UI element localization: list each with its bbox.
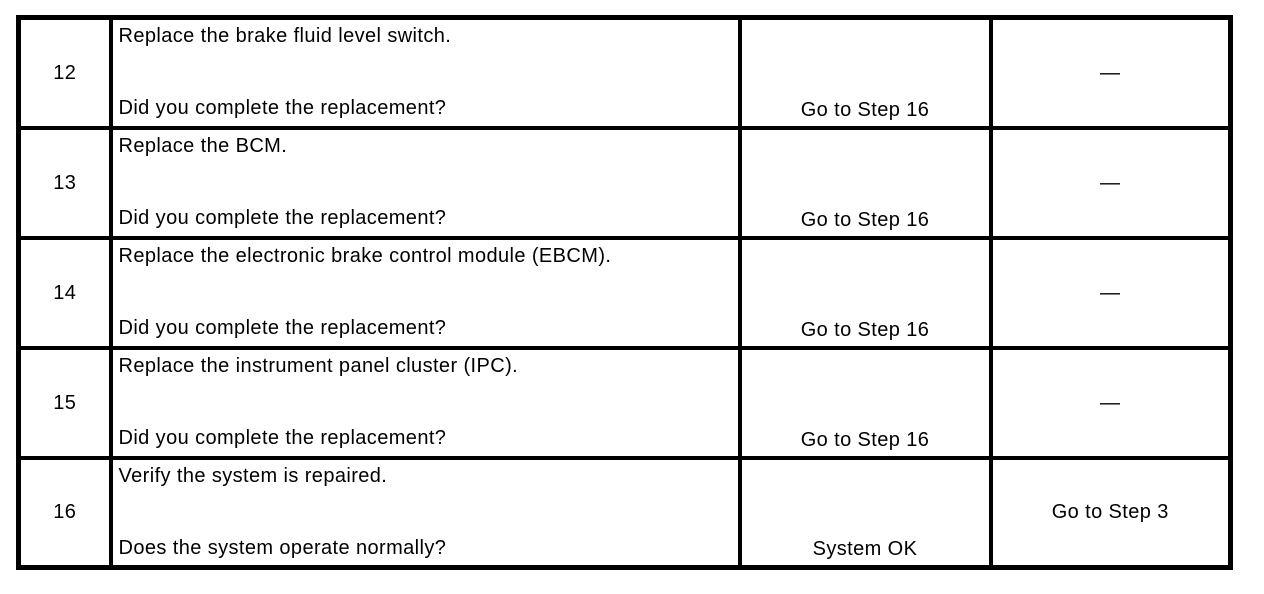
action-text: Replace the BCM.	[118, 134, 288, 157]
diagnostic-table: 12 Replace the brake fluid level switch.…	[16, 15, 1233, 570]
yes-outcome: Go to Step 16	[737, 345, 993, 460]
yes-outcome: Go to Step 16	[737, 15, 993, 130]
step-number: 14	[16, 235, 113, 350]
table-row: 12 Replace the brake fluid level switch.…	[16, 15, 1233, 130]
table-row: 16 Verify the system is repaired. Does t…	[16, 455, 1233, 570]
question-text: Did you complete the replacement?	[118, 316, 447, 339]
question-text: Does the system operate normally?	[118, 536, 447, 559]
action-cell: Replace the electronic brake control mod…	[108, 235, 742, 350]
action-text: Replace the brake fluid level switch.	[118, 25, 452, 47]
table-row: 15 Replace the instrument panel cluster …	[16, 345, 1233, 460]
action-text: Verify the system is repaired.	[118, 464, 388, 487]
yes-outcome: System OK	[737, 455, 993, 570]
question-text: Did you complete the replacement?	[118, 97, 447, 119]
step-number: 15	[16, 345, 113, 460]
action-cell: Replace the BCM. Did you complete the re…	[108, 125, 742, 240]
action-cell: Verify the system is repaired. Does the …	[108, 455, 742, 570]
yes-outcome: Go to Step 16	[737, 125, 993, 240]
action-text: Replace the instrument panel cluster (IP…	[118, 354, 519, 377]
table-row: 13 Replace the BCM. Did you complete the…	[16, 125, 1233, 240]
question-text: Did you complete the replacement?	[118, 206, 447, 229]
question-text: Did you complete the replacement?	[118, 426, 447, 449]
no-outcome: Go to Step 3	[988, 455, 1233, 570]
no-outcome: —	[988, 125, 1233, 240]
no-outcome: —	[988, 345, 1233, 460]
no-outcome: —	[988, 235, 1233, 350]
action-text: Replace the electronic brake control mod…	[118, 244, 612, 267]
action-cell: Replace the instrument panel cluster (IP…	[108, 345, 742, 460]
step-number: 13	[16, 125, 113, 240]
step-number: 12	[16, 15, 113, 130]
step-number: 16	[16, 455, 113, 570]
yes-outcome: Go to Step 16	[737, 235, 993, 350]
table-row: 14 Replace the electronic brake control …	[16, 235, 1233, 350]
no-outcome: —	[988, 15, 1233, 130]
action-cell: Replace the brake fluid level switch. Di…	[108, 15, 742, 130]
